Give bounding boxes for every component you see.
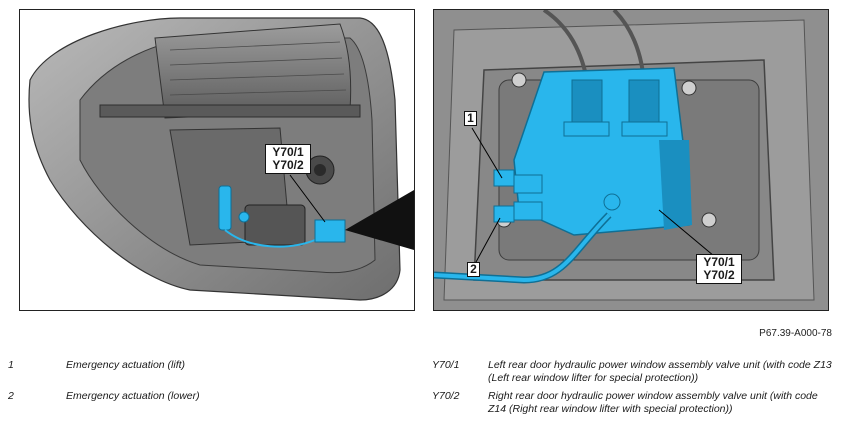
callout-1: 1 xyxy=(464,111,477,126)
y70-1-label-right: Y70/1 xyxy=(703,255,735,269)
y70-1-label: Y70/1 xyxy=(272,145,304,159)
legend-text: Right rear door hydraulic power window a… xyxy=(488,390,818,415)
figure-id: P67.39-A000-78 xyxy=(759,328,832,339)
valve-unit-drawing xyxy=(434,10,828,310)
y70-callout-right: Y70/1 Y70/2 xyxy=(696,254,742,284)
door-overview-illustration: Y70/1 Y70/2 xyxy=(19,9,415,311)
legend-item-y70-2: Y70/2 Right rear door hydraulic power wi… xyxy=(432,390,837,418)
legend-text: Left rear door hydraulic power window as… xyxy=(488,359,832,384)
legend-item-2: 2 Emergency actuation (lower) xyxy=(8,390,398,404)
valve-unit-closeup-illustration: 1 2 Y70/1 Y70/2 xyxy=(433,9,829,311)
legend-item-1: 1 Emergency actuation (lift) xyxy=(8,359,398,373)
legend-key: 1 xyxy=(8,359,14,371)
y70-callout-left: Y70/1 Y70/2 xyxy=(265,144,311,174)
y70-2-label: Y70/2 xyxy=(272,158,304,172)
legend-item-y70-1: Y70/1 Left rear door hydraulic power win… xyxy=(432,359,837,387)
callout-2: 2 xyxy=(467,262,480,277)
legend-text: Emergency actuation (lower) xyxy=(66,390,200,402)
y70-2-label-right: Y70/2 xyxy=(703,268,735,282)
legend-key: Y70/2 xyxy=(432,390,460,402)
legend-text: Emergency actuation (lift) xyxy=(66,359,186,371)
legend-key: 2 xyxy=(8,390,14,402)
door-overview-drawing xyxy=(28,17,414,301)
legend-key: Y70/1 xyxy=(432,359,460,371)
